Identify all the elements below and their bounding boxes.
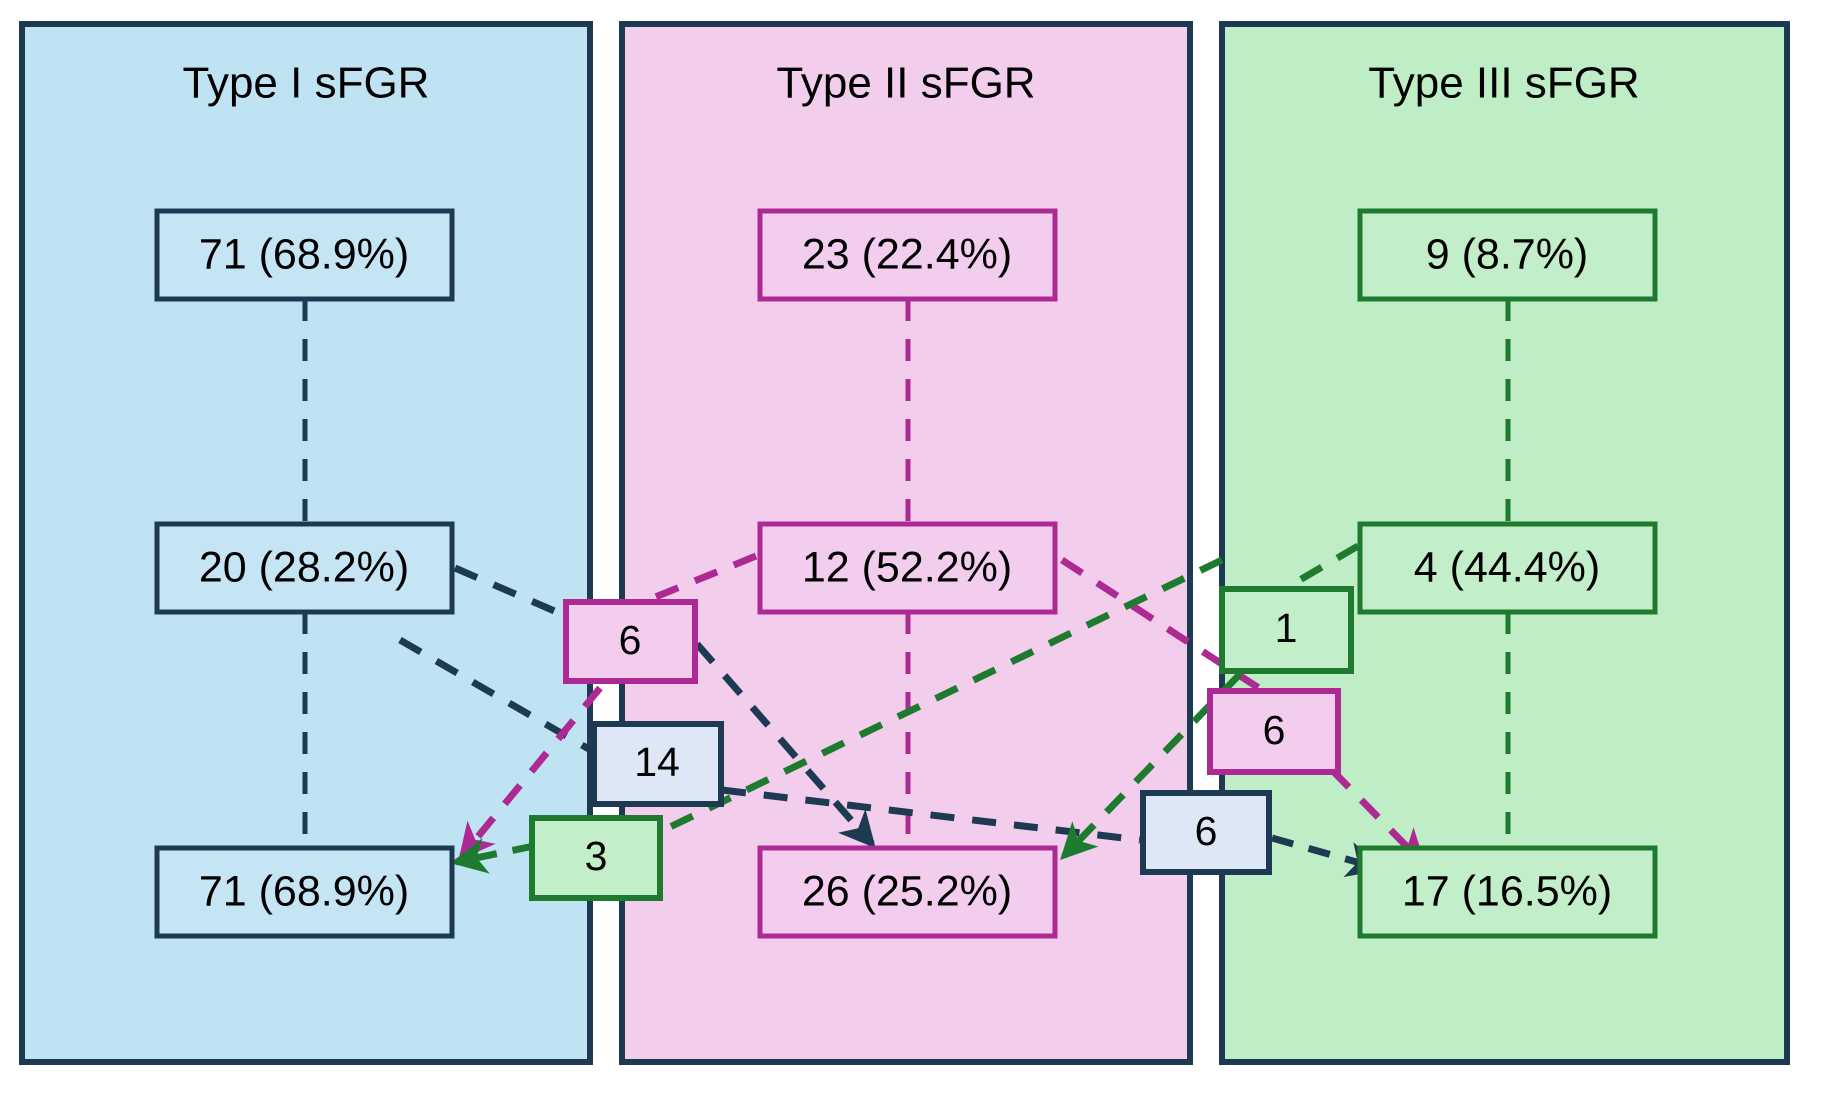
flow-box-pink-6b-label: 6 (1263, 707, 1286, 753)
node-type1-mid-box (154, 521, 455, 615)
flow-box-green-3-label: 3 (585, 833, 608, 879)
node-type3-bottom-box (1357, 845, 1658, 939)
flow-box-green-3: 3 (529, 815, 663, 901)
flow-box-navy-6: 6 (1140, 790, 1272, 875)
arrow-pink6-to-type1-bottom (458, 685, 603, 861)
node-type2-top-label: 23 (22.4%) (802, 230, 1012, 278)
node-type1-mid-label: 20 (28.2%) (199, 543, 409, 591)
flow-box-navy-14-rect (591, 721, 724, 807)
node-type3-top: 9 (8.7%) (1357, 208, 1658, 302)
flow-box-green-1: 1 (1219, 586, 1354, 674)
flow-box-navy-6-label: 6 (1195, 808, 1218, 854)
node-boxes: 71 (68.9%) 20 (28.2%) 71 (68.9%) 23 (22.… (154, 208, 1658, 939)
flow-box-pink-6b: 6 (1207, 688, 1341, 775)
arrow-type2-mid-to-pink6 (646, 552, 758, 604)
node-type2-mid-label: 12 (52.2%) (802, 543, 1012, 591)
node-type1-top-label: 71 (68.9%) (199, 230, 409, 278)
node-type2-bottom-label: 26 (25.2%) (802, 867, 1012, 915)
node-type1-bottom-box (154, 845, 455, 939)
flow-box-navy-14: 14 (591, 721, 724, 807)
node-type2-bottom: 26 (25.2%) (757, 845, 1058, 939)
flow-box-green-1-label: 1 (1275, 605, 1298, 651)
node-type3-top-box (1357, 208, 1658, 302)
panel-type3-title: Type III sFGR (1368, 59, 1639, 108)
flow-box-pink-6b-rect (1207, 688, 1341, 775)
flow-box-pink-6-label: 6 (619, 617, 642, 663)
flow-box-pink-6: 6 (563, 599, 698, 684)
node-type1-top: 71 (68.9%) (154, 208, 455, 302)
node-type1-bottom: 71 (68.9%) (154, 845, 455, 939)
flow-box-green-3-rect (529, 815, 663, 901)
panel-type2-title: Type II sFGR (776, 59, 1035, 108)
node-type3-bottom-label: 17 (16.5%) (1402, 867, 1612, 915)
node-type2-mid-box (757, 521, 1058, 615)
arrow-type3-mid-to-green1 (1284, 542, 1360, 592)
node-type2-mid: 12 (52.2%) (757, 521, 1058, 615)
node-type3-mid: 4 (44.4%) (1357, 521, 1658, 615)
flow-box-green-1-rect (1219, 586, 1354, 674)
node-type1-mid: 20 (28.2%) (154, 521, 455, 615)
arrow-type1-mid-to-pink6 (453, 564, 568, 620)
flow-box-pink-6-rect (563, 599, 698, 684)
node-type2-top-box (757, 208, 1058, 302)
arrow-pink6-to-type2-bottom (694, 641, 876, 849)
node-type3-bottom: 17 (16.5%) (1357, 845, 1658, 939)
flow-box-navy-6-rect (1140, 790, 1272, 875)
node-type1-bottom-label: 71 (68.9%) (199, 867, 409, 915)
panel-type1-title: Type I sFGR (183, 59, 430, 108)
arrow-type3-mid-to-green3 (666, 556, 1224, 832)
flow-count-boxes: 6 14 3 1 6 6 (529, 586, 1354, 901)
node-type2-bottom-box (757, 845, 1058, 939)
node-type3-top-label: 9 (8.7%) (1426, 230, 1589, 278)
node-type3-mid-box (1357, 521, 1658, 615)
node-type2-top: 23 (22.4%) (757, 208, 1058, 302)
node-type3-mid-label: 4 (44.4%) (1414, 543, 1600, 591)
flow-box-navy-14-label: 14 (634, 739, 680, 785)
arrow-green3-to-type1-bottom (450, 837, 535, 874)
node-type1-top-box (154, 208, 455, 302)
